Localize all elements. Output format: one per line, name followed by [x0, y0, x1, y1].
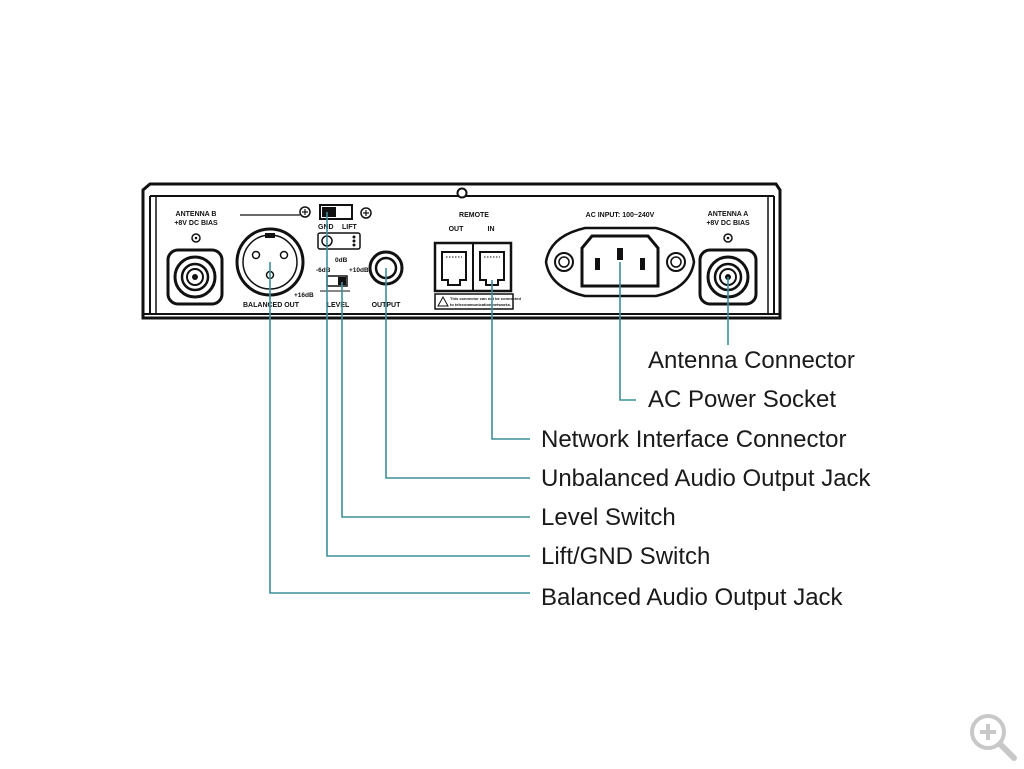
zoom-in-button[interactable]: [964, 708, 1020, 764]
callout-ac-power-socket: AC Power Socket: [648, 386, 836, 413]
remote-label: REMOTE: [459, 212, 489, 219]
gnd-label: GND: [318, 224, 334, 231]
callout-unbalanced-output: Unbalanced Audio Output Jack: [541, 465, 872, 492]
remote-network-connectors: REMOTE OUT IN This connector can not be …: [433, 212, 521, 310]
warning-box: [434, 293, 514, 310]
leader-network: [491, 280, 530, 440]
leader-balanced: [269, 262, 530, 594]
level-plus10-label: +10dB: [349, 267, 369, 274]
balanced-out-label: BALANCED OUT: [243, 302, 300, 309]
level-minus6-label: -6dB: [316, 267, 331, 274]
leader-ac-power: [619, 262, 636, 401]
leader-level: [341, 282, 530, 518]
callout-balanced-output: Balanced Audio Output Jack: [541, 584, 844, 611]
antenna-b-connector: ANTENNA B +8V DC BIAS: [166, 211, 224, 306]
warning-line-2: to telecommunication networks.: [450, 302, 511, 307]
top-screw-icon: [456, 187, 468, 199]
level-0db-label: 0dB: [335, 257, 348, 264]
antenna-a-label-1: ANTENNA A: [708, 211, 749, 218]
antenna-b-bias-icon: [191, 233, 201, 243]
callout-labels: Antenna Connector AC Power Socket Networ…: [541, 347, 872, 611]
callout-antenna-connector: Antenna Connector: [648, 347, 855, 374]
antenna-b-label-2: +8V DC BIAS: [174, 220, 218, 227]
warning-line-1: This connector can not be connected: [450, 296, 521, 301]
ac-input-label: AC INPUT: 100~240V: [586, 212, 655, 219]
zoom-in-icon: [970, 714, 1017, 761]
remote-out-label: OUT: [449, 226, 465, 233]
antenna-a-label-2: +8V DC BIAS: [706, 220, 750, 227]
callout-level-switch: Level Switch: [541, 504, 676, 531]
level-plus16-label: +16dB: [294, 292, 314, 299]
leader-lift-gnd: [326, 212, 530, 557]
level-switch: 0dB -6dB +10dB +16dB LEVEL: [294, 257, 369, 309]
warning-triangle-icon: [437, 295, 449, 307]
lift-label: LIFT: [342, 224, 357, 231]
antenna-a-bias-icon: [723, 233, 733, 243]
leader-unbalanced: [385, 268, 530, 479]
lift-gnd-switch: GND LIFT: [317, 204, 372, 250]
leader-lines: [269, 212, 729, 594]
level-label: LEVEL: [327, 302, 350, 309]
antenna-b-label-1: ANTENNA B: [176, 211, 217, 218]
callout-network-interface: Network Interface Connector: [541, 426, 846, 453]
remote-in-label: IN: [488, 226, 495, 233]
callout-lift-gnd-switch: Lift/GND Switch: [541, 543, 710, 570]
